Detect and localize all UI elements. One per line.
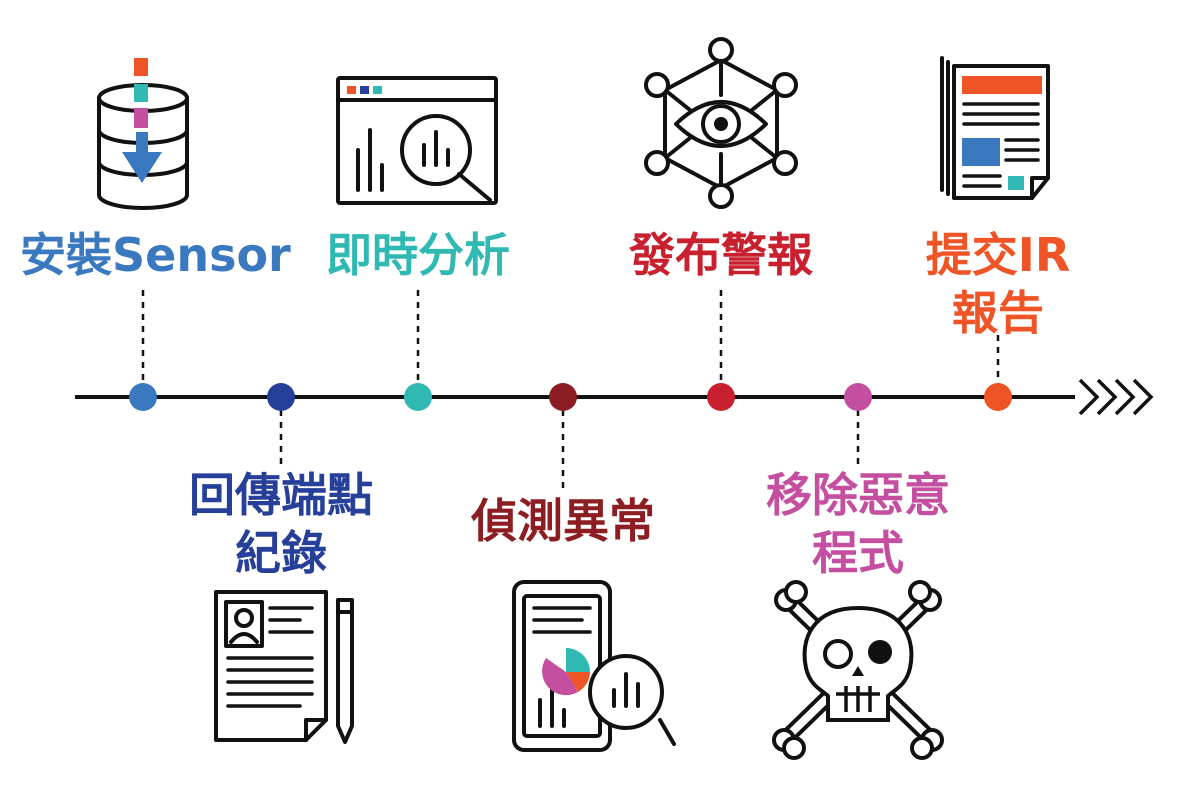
step-label-line: 紀錄 xyxy=(235,526,327,580)
step-label-line: 程式 xyxy=(812,526,904,580)
step-label-line: 回傳端點 xyxy=(189,468,373,522)
step-label-line: 移除惡意 xyxy=(766,468,950,522)
step-label-report: 提交IR 報告 xyxy=(898,226,1098,342)
dot-remove xyxy=(844,383,872,411)
step-label-line: 偵測異常 xyxy=(471,494,655,548)
dot-alert xyxy=(707,383,735,411)
dot-detect xyxy=(549,383,577,411)
step-label-line: 提交IR xyxy=(925,228,1071,282)
dot-analyze xyxy=(404,383,432,411)
step-label-detect: 偵測異常 xyxy=(458,492,668,550)
step-label-install: 安裝Sensor xyxy=(20,226,291,284)
connector-lines xyxy=(141,290,1000,490)
step-label-line: 即時分析 xyxy=(326,228,510,282)
dot-install xyxy=(129,383,157,411)
step-label-line: 報告 xyxy=(952,286,1044,340)
step-label-line: 發布警報 xyxy=(629,228,813,282)
step-label-upload: 回傳端點 紀錄 xyxy=(176,466,386,582)
step-label-analyze: 即時分析 xyxy=(313,226,523,284)
step-label-alert: 發布警報 xyxy=(616,226,826,284)
step-label-line: 安裝Sensor xyxy=(20,228,291,282)
step-label-remove: 移除惡意 程式 xyxy=(753,466,963,582)
arrow-chevrons-icon xyxy=(1078,378,1154,416)
dot-upload xyxy=(267,383,295,411)
dot-report xyxy=(984,383,1012,411)
